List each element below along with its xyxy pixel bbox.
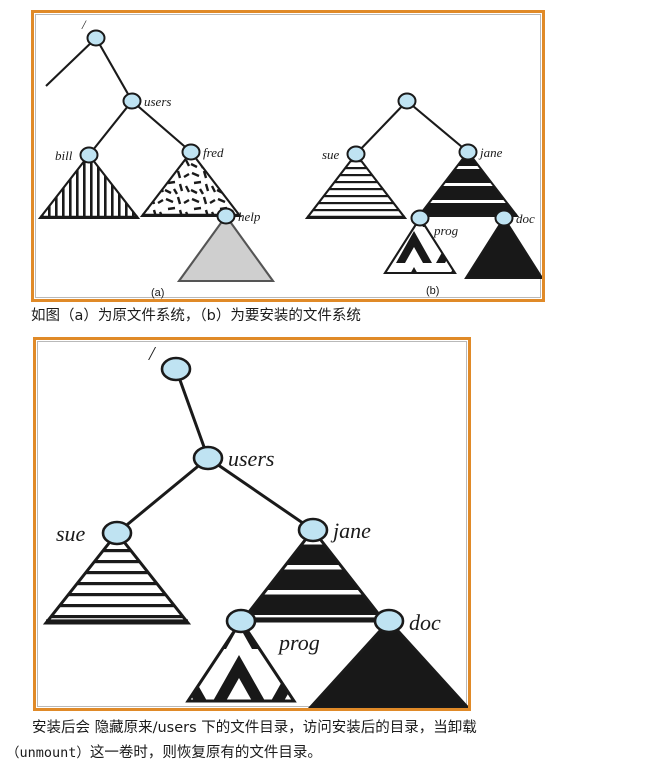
node-bill[interactable] [79,146,99,164]
subtree-bill [37,153,141,220]
node-jane-merged[interactable] [297,517,329,543]
caption-bottom-line1: 安装后会 隐藏原来/users 下的文件目录，访问安装后的目录，当卸载 [32,720,477,736]
node-sue-merged[interactable] [101,520,133,546]
merged-tree-nodes [101,356,405,634]
subtree-fred [139,150,243,218]
subtree-doc-b [464,216,542,280]
label-root-a: / [81,17,87,32]
label-bill: bill [55,148,73,163]
label-sue-merged: sue [56,521,86,546]
caption-bottom-line2-rest: 这一卷时，则恢复原有的文件目录。 [89,745,322,761]
label-doc-b: doc [516,211,535,226]
label-fred: fred [203,145,224,160]
node-jane-b[interactable] [458,143,478,161]
label-help: help [238,209,261,224]
label-sue-b: sue [322,147,340,162]
label-doc-merged: doc [409,610,441,635]
node-prog-b[interactable] [410,209,430,227]
node-doc-merged[interactable] [373,608,405,634]
node-doc-b[interactable] [494,209,514,227]
label-prog-b: prog [433,223,459,238]
subcaption-a: (a) [151,287,164,299]
merged-tree-labels: / users sue jane prog doc [56,343,441,655]
tree-b-edges [355,100,469,155]
tree-a-labels: / users bill fred help [55,17,261,224]
node-root-b[interactable] [397,92,417,110]
figure-after-mount-svg: / users sue jane prog doc [42,343,468,708]
subcaption-b: (b) [426,285,439,297]
tree-b-nodes [346,92,514,227]
figure-after-mount-frame: / users sue jane prog doc [33,337,471,711]
subtree-sue-b [304,152,408,220]
tree-a-nodes [79,29,236,225]
merged-tree-edges [116,368,314,535]
caption-bottom: 安装后会 隐藏原来/users 下的文件目录，访问安装后的目录，当卸载 （unm… [6,716,658,766]
node-root-merged[interactable] [160,356,192,382]
caption-bottom-unmount: （unmount） [6,745,90,761]
figure-before-mount-svg: / users bill fred help [37,17,542,299]
subtree-prog-merged [185,618,297,703]
figure-before-mount-frame: / users bill fred help [31,10,545,302]
subtree-jane-b [416,150,520,218]
node-help[interactable] [216,207,236,225]
label-jane-merged: jane [330,518,371,543]
caption-between-figures: 如图（a）为原文件系统，（b）为要安装的文件系统 [31,308,361,324]
node-root-a[interactable] [86,29,106,47]
tree-b-labels: sue jane prog doc [322,145,535,238]
subtree-sue-merged [42,530,192,625]
node-users-a[interactable] [122,92,142,110]
label-jane-b: jane [478,145,503,160]
subtree-help [176,214,276,283]
label-prog-merged: prog [277,630,320,655]
label-root-merged: / [148,343,157,365]
label-users-merged: users [228,446,274,471]
node-users-merged[interactable] [192,445,224,471]
subtree-jane-merged [238,527,388,623]
node-fred[interactable] [181,143,201,161]
node-prog-merged[interactable] [225,608,257,634]
subtree-doc-merged [307,618,468,708]
node-sue-b[interactable] [346,145,366,163]
label-users-a: users [144,94,171,109]
subtree-prog-b [383,216,457,275]
